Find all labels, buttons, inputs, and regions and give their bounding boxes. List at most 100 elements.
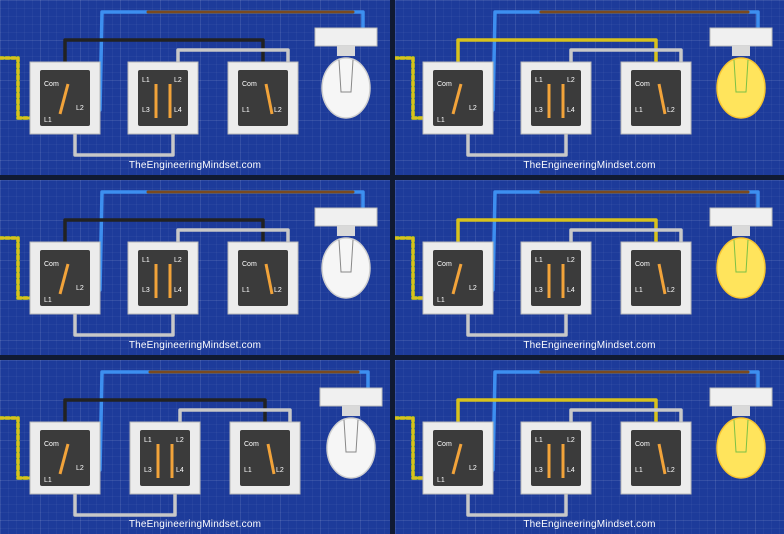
light-bulb: [709, 207, 773, 299]
switch-label-l1: L1: [535, 77, 543, 84]
strapper-wire-bottom: [73, 123, 175, 157]
switch-label-com: Com: [635, 261, 650, 268]
switch-label-com: Com: [437, 81, 452, 88]
switch-label-l3: L3: [535, 287, 543, 294]
switch-label-l2: L2: [276, 467, 284, 474]
switch-label-l2: L2: [174, 257, 182, 264]
switch-lever: [58, 443, 70, 475]
switch-label-l1: L1: [44, 477, 52, 484]
ceiling-rose: [709, 207, 773, 227]
switch-label-l2: L2: [667, 107, 675, 114]
light-bulb: [314, 207, 378, 299]
bulb-glass: [326, 417, 376, 479]
switch-lever: [58, 263, 70, 295]
switch-label-com: Com: [244, 441, 259, 448]
switch-label-l2: L2: [76, 285, 84, 292]
ceiling-rose: [709, 27, 773, 47]
switch-label-l1: L1: [242, 287, 250, 294]
switch-label-l2: L2: [567, 77, 575, 84]
switch-lever: [451, 83, 463, 115]
lamp-holder: [342, 406, 360, 416]
bulb-glass: [321, 57, 371, 119]
switch-lever: [451, 263, 463, 295]
ceiling-rose: [709, 387, 773, 407]
switch-label-l1: L1: [144, 437, 152, 444]
bulb-filament: [343, 419, 359, 453]
credit-text: TheEngineeringMindset.com: [523, 160, 656, 171]
switch-label-l2: L2: [469, 285, 477, 292]
lamp-holder: [337, 46, 355, 56]
switch-label-l1: L1: [44, 117, 52, 124]
bulb-glass: [716, 417, 766, 479]
credit-text: TheEngineeringMindset.com: [128, 519, 262, 530]
switch-label-l2: L2: [469, 105, 477, 112]
switch-lever: [657, 263, 667, 295]
switch-label-l2: L2: [667, 287, 675, 294]
switch-label-l2: L2: [469, 465, 477, 472]
bulb-filament: [733, 419, 749, 453]
switch-label-com: Com: [437, 441, 452, 448]
bulb-filament: [338, 239, 354, 273]
light-bulb: [314, 27, 378, 119]
light-bulb: [709, 387, 773, 479]
switch-lever: [266, 443, 276, 475]
switch-label-l2: L2: [274, 107, 282, 114]
switch-label-l4: L4: [567, 107, 575, 114]
switch-label-com: Com: [242, 81, 257, 88]
light-bulb: [709, 27, 773, 119]
switch-label-l3: L3: [535, 467, 543, 474]
strapper-wire-bottom: [466, 483, 568, 517]
switch-label-l1: L1: [44, 297, 52, 304]
bulb-filament: [733, 239, 749, 273]
switch-label-l4: L4: [567, 287, 575, 294]
switch-label-l1: L1: [242, 107, 250, 114]
switch-label-l3: L3: [142, 107, 150, 114]
credit-text: TheEngineeringMindset.com: [523, 340, 656, 351]
switch-label-l1: L1: [437, 297, 445, 304]
credit-text: TheEngineeringMindset.com: [128, 340, 262, 351]
switch-label-l2: L2: [76, 105, 84, 112]
ceiling-rose: [319, 387, 383, 407]
bulb-glass: [716, 237, 766, 299]
switch-label-l3: L3: [535, 107, 543, 114]
ceiling-rose: [314, 27, 378, 47]
switch-label-com: Com: [242, 261, 257, 268]
switch-label-l4: L4: [176, 467, 184, 474]
switch-label-l4: L4: [567, 467, 575, 474]
switch-label-l3: L3: [142, 287, 150, 294]
switch-label-l1: L1: [535, 437, 543, 444]
bulb-filament: [338, 59, 354, 93]
switch-label-l2: L2: [667, 467, 675, 474]
switch-lever: [657, 83, 667, 115]
switch-label-l3: L3: [144, 467, 152, 474]
strapper-wire-bottom: [73, 303, 175, 337]
lamp-holder: [732, 406, 750, 416]
strapper-wire-bottom: [466, 303, 568, 337]
switch-label-l1: L1: [635, 467, 643, 474]
switch-label-com: Com: [44, 81, 59, 88]
